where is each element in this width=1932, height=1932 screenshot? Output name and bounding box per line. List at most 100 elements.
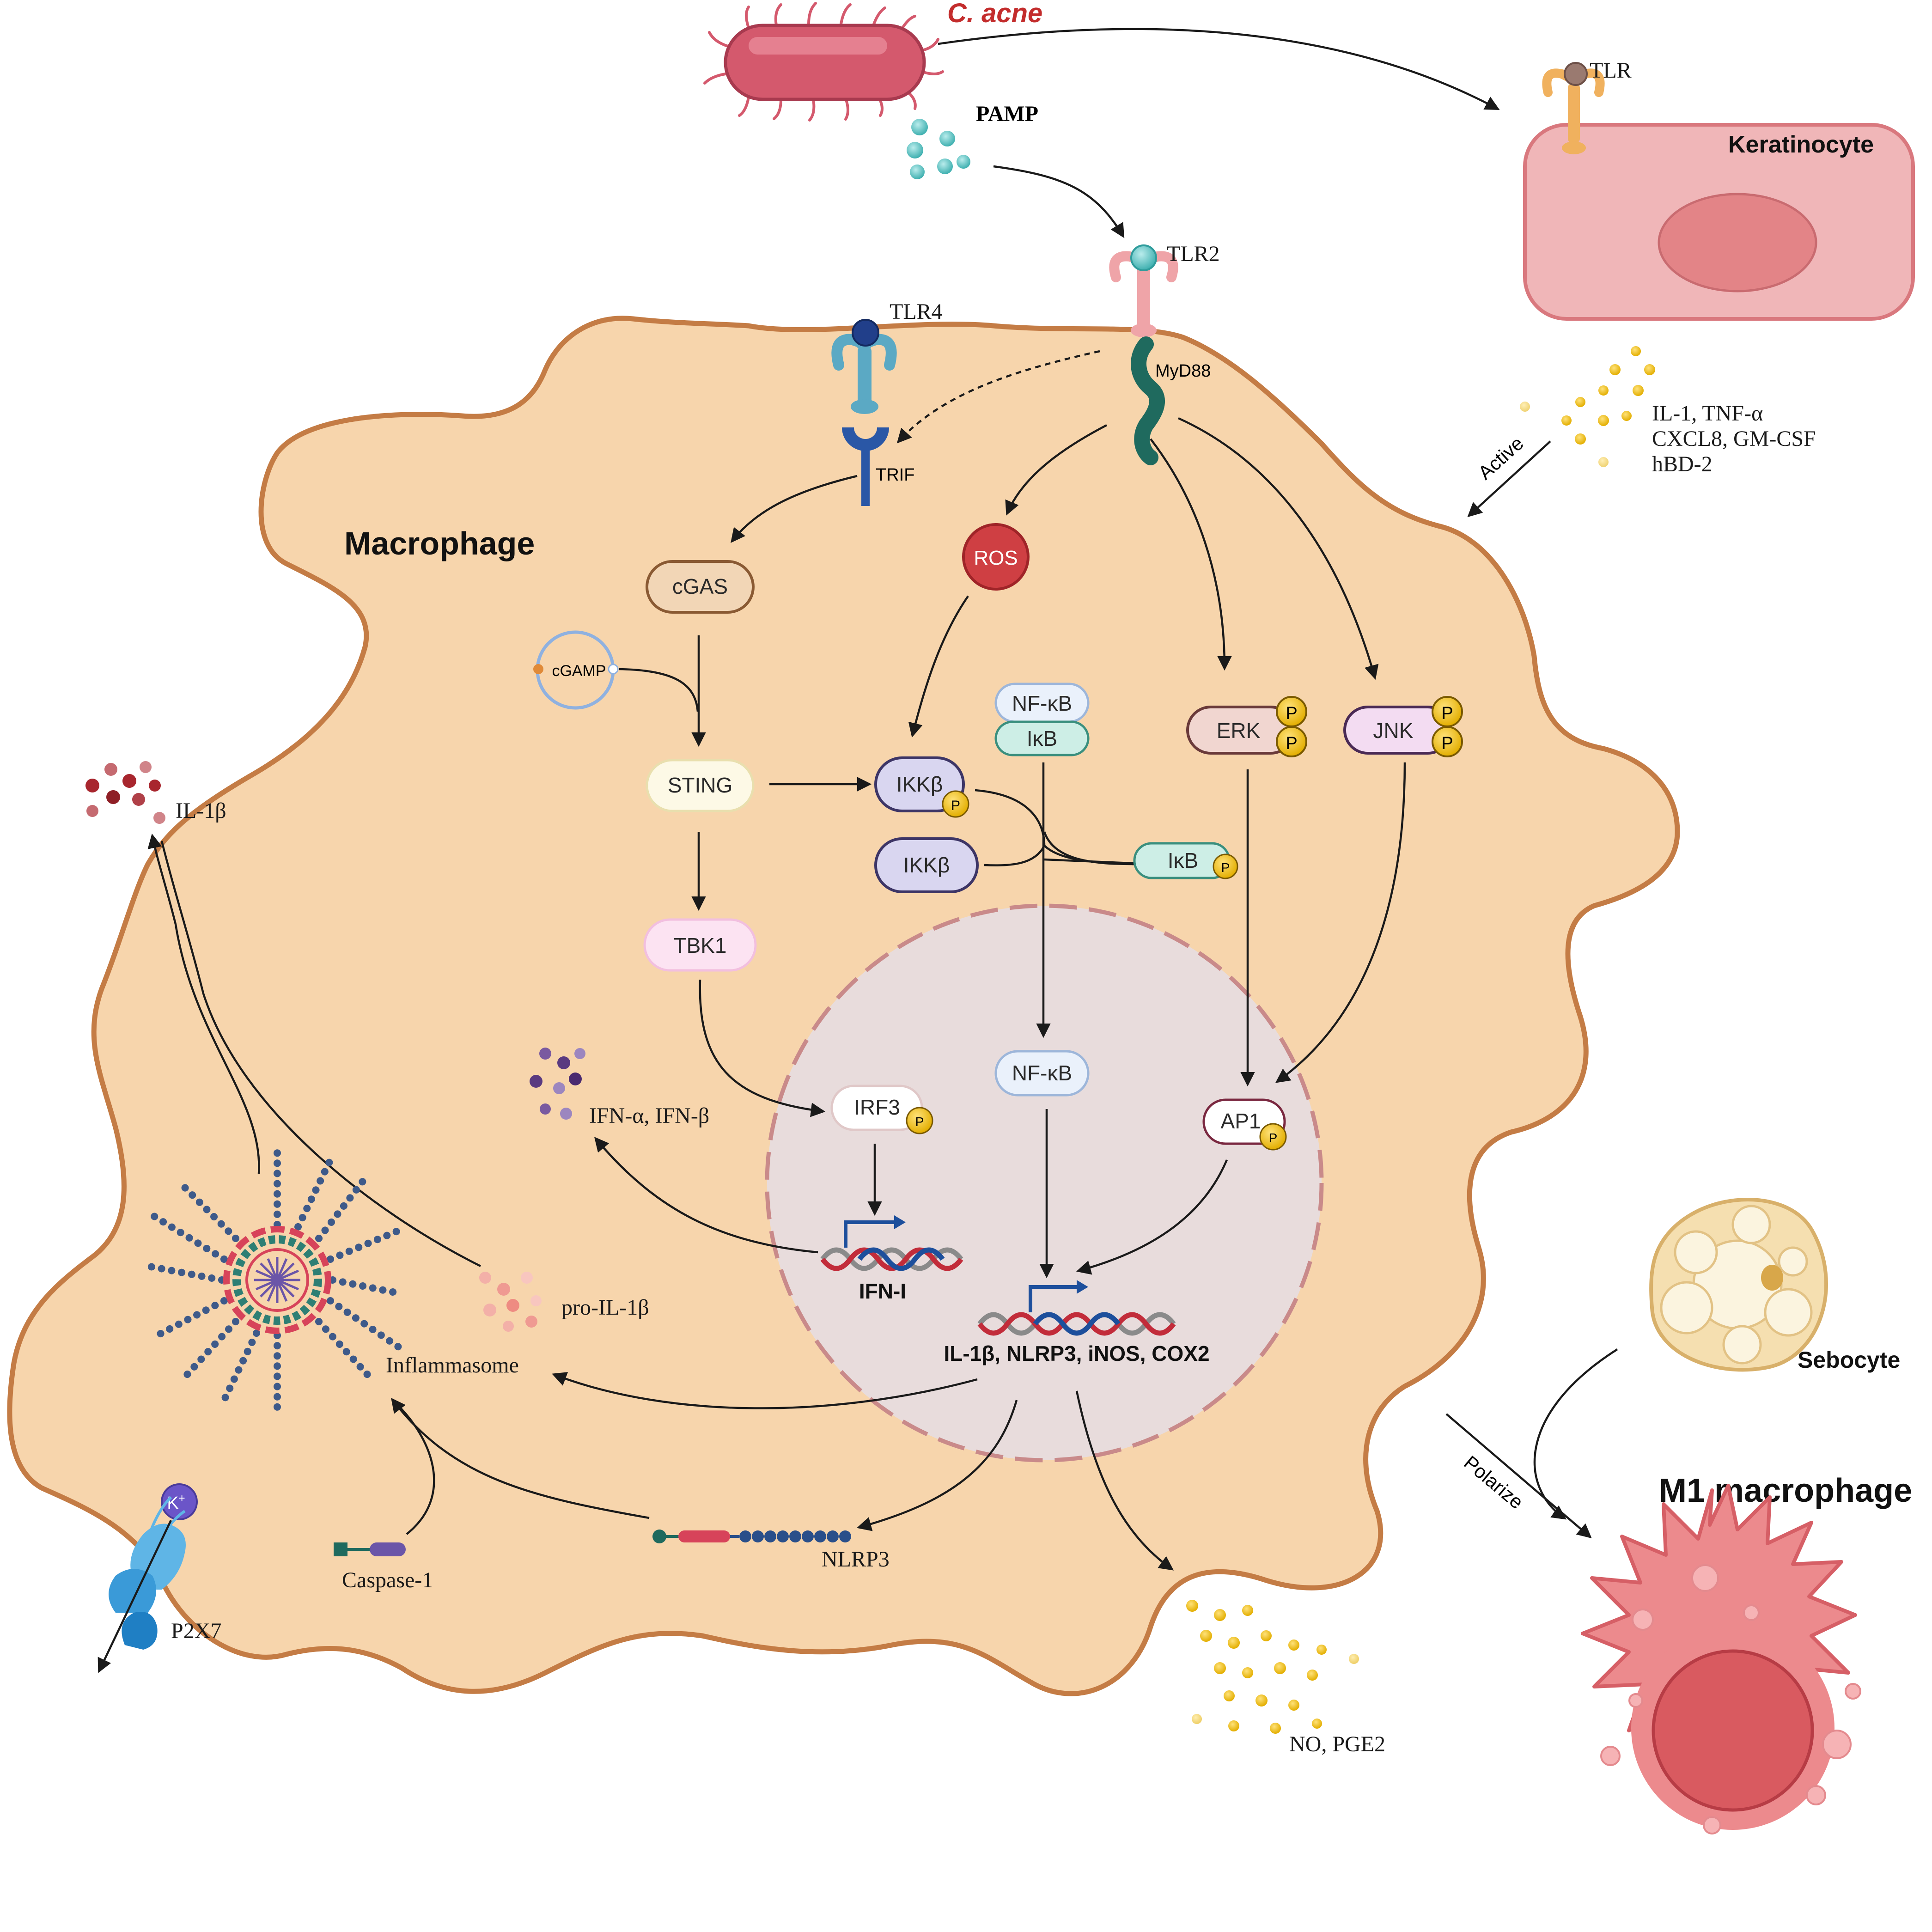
arrow-myd88-to-trif: [896, 350, 1100, 444]
arrow-cgamp-to-sting: [619, 668, 699, 712]
tlr-label: TLR: [1590, 58, 1632, 83]
arrow-ifni-to-ifn: [594, 1137, 818, 1254]
potassium-ion: [161, 1483, 198, 1520]
ikkb-label: IKKβ: [903, 853, 950, 877]
tlr2-label: TLR2: [1167, 242, 1220, 266]
cytokine-label-1: IL-1, TNF-α: [1652, 401, 1763, 426]
ikkb-phospho-label: IKKβ: [896, 772, 943, 796]
pro-il1b-label: pro-IL-1β: [561, 1295, 649, 1320]
ikb-top-label: IκB: [1027, 726, 1057, 750]
macrophage-label: Macrophage: [344, 525, 535, 561]
phospho-ikkb-label: P: [951, 798, 960, 813]
tbk1-node: [643, 918, 757, 972]
arrow-genes-to-nlrp3: [856, 1400, 1018, 1531]
nfkb-top-label: NF-κB: [1012, 691, 1072, 715]
pro-il1b-particles: [479, 1272, 542, 1332]
potassium-label: K+: [167, 1492, 185, 1513]
no-pge2-particles: [1186, 1600, 1359, 1734]
arrow-potassium-efflux: [98, 1520, 172, 1673]
ifn-i-label: IFN-I: [859, 1279, 906, 1303]
active-label: Active: [1474, 432, 1528, 483]
phospho-jnk-2: [1432, 726, 1463, 757]
ifn-particles: [530, 1048, 585, 1120]
m1-macrophage-cell: [1581, 1484, 1861, 1834]
arrow-myd88-to-erk: [1150, 438, 1232, 671]
tlr4-label: TLR4: [890, 299, 943, 324]
caspase1-protein: [334, 1542, 406, 1556]
phospho-ap1-label: P: [1269, 1131, 1278, 1145]
phospho-jnk-1-label: P: [1441, 704, 1453, 723]
ikkb-node: [874, 837, 979, 893]
ifn-ab-label: IFN-α, IFN-β: [589, 1103, 709, 1128]
ikb-phospho-label: IκB: [1168, 848, 1198, 872]
nfkb-nuc-label: NF-κB: [1012, 1061, 1072, 1085]
phospho-erk-1-label: P: [1286, 704, 1297, 723]
potassium-charge: +: [179, 1492, 185, 1505]
connector-ikb-right: [1044, 858, 1133, 865]
nfkb-nuc-node: [994, 1050, 1090, 1097]
phospho-ikb: [1213, 853, 1238, 879]
ap1-label: AP1: [1221, 1109, 1261, 1133]
inflammasome-complex: [144, 1147, 406, 1413]
cytokine-particles: [1520, 346, 1655, 467]
p2x7-label: P2X7: [171, 1619, 221, 1643]
tlr-receptor: [1542, 62, 1605, 154]
target-genes-label: IL-1β, NLRP3, iNOS, COX2: [944, 1341, 1209, 1365]
ikb-top-node: [994, 720, 1090, 756]
arrow-nlrp3-to-inflammasome: [391, 1397, 650, 1519]
polarize-label: Polarize: [1460, 1451, 1527, 1513]
no-pge2-label: NO, PGE2: [1289, 1732, 1385, 1756]
ikkb-phospho-node: [874, 756, 965, 812]
trif-protein: [842, 427, 889, 506]
tlr2-receptor: [1109, 244, 1178, 337]
ros-label: ROS: [974, 547, 1018, 569]
inflammasome-label: Inflammasome: [386, 1353, 519, 1377]
cgas-label: cGAS: [672, 574, 728, 598]
phospho-erk-2-label: P: [1286, 734, 1297, 753]
arrow-trif-to-cgas: [731, 475, 858, 543]
jnk-label: JNK: [1373, 719, 1414, 743]
caspase1-label: Caspase-1: [342, 1568, 433, 1592]
m1-macrophage-label: M1 macrophage: [1659, 1472, 1912, 1509]
sebocyte-label: Sebocyte: [1798, 1347, 1900, 1373]
dna-target-genes: [977, 1280, 1176, 1336]
nucleus: [765, 903, 1324, 1463]
tbk1-label: TBK1: [673, 933, 726, 957]
phospho-jnk-2-label: P: [1441, 734, 1453, 753]
cgamp-label: cGAMP: [552, 662, 606, 680]
arrow-inflammasome-to-il1b: [147, 833, 260, 1174]
sebocyte-cell: [1649, 1198, 1828, 1372]
erk-label: ERK: [1217, 719, 1261, 743]
nlrp3-protein: [652, 1530, 851, 1543]
arrow-jnk-to-ap1: [1275, 762, 1406, 1083]
sting-label: STING: [668, 773, 733, 797]
cytokine-label-2: CXCL8, GM-CSF: [1652, 427, 1816, 451]
keratinocyte-nucleus: [1658, 193, 1817, 293]
arrow-caspase1-to-inflammasome: [396, 1404, 435, 1535]
arrow-tbk1-to-irf3: [699, 979, 826, 1117]
tlr4-receptor: [831, 319, 897, 414]
il1b-label: IL-1β: [176, 798, 226, 823]
arrow-myd88-to-jnk: [1178, 417, 1379, 680]
arrow-polarize: [1445, 1413, 1592, 1539]
arrow-active: [1467, 440, 1551, 518]
phospho-ap1: [1259, 1123, 1287, 1151]
bacterium-label: C. acne: [947, 0, 1042, 28]
cgas-node: [646, 560, 755, 614]
irf3-label: IRF3: [854, 1095, 900, 1119]
bacterium: [703, 2, 944, 122]
myd88-label: MyD88: [1155, 361, 1211, 381]
phospho-irf3-label: P: [915, 1115, 924, 1129]
arrow-ros-to-ikkb: [908, 595, 969, 738]
arrow-genes-to-proil1b: [552, 1372, 978, 1409]
phospho-erk-2: [1276, 726, 1307, 757]
arrow-myd88-to-ros: [1005, 424, 1108, 516]
sting-node: [646, 759, 755, 812]
phospho-irf3: [906, 1107, 933, 1134]
myd88-protein: [1131, 336, 1165, 465]
potassium-symbol: K: [167, 1493, 178, 1513]
ros-node: [962, 523, 1030, 591]
phospho-ikkb: [942, 790, 969, 818]
